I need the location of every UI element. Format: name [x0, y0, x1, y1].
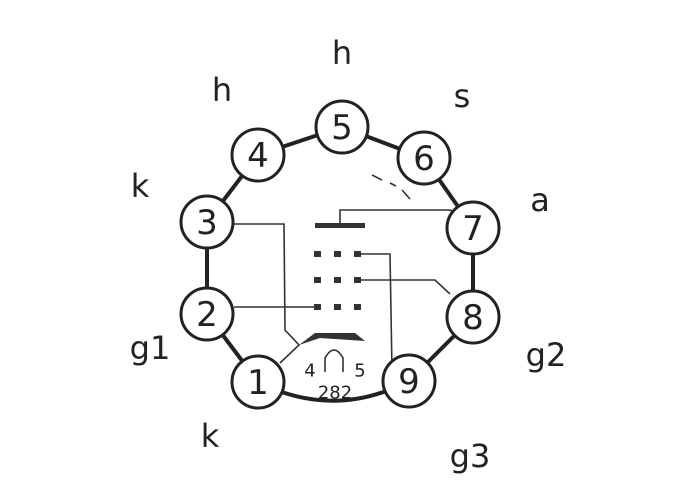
- svg-text:6: 6: [413, 139, 435, 179]
- pin-5: 5: [314, 99, 370, 155]
- pin-4-label: h: [212, 71, 232, 109]
- cathode: [299, 333, 365, 345]
- svg-text:1: 1: [247, 363, 269, 403]
- pin-6-label: s: [454, 77, 471, 115]
- heater-filament: [324, 349, 344, 372]
- heater-pin-left: 4: [304, 361, 315, 382]
- pin-1-label: k: [201, 417, 220, 455]
- pin-6: 6: [396, 130, 452, 186]
- tube-code: 282: [318, 383, 352, 404]
- pin-5-label: h: [332, 34, 352, 72]
- anode-plate: [315, 223, 365, 228]
- grid-dots: [314, 251, 361, 310]
- g3-lead: [361, 253, 393, 371]
- svg-text:2: 2: [196, 295, 218, 335]
- pin-1: 1: [230, 354, 286, 410]
- k-lead: [234, 223, 301, 364]
- pin-7: 7: [445, 200, 501, 256]
- svg-text:7: 7: [462, 209, 484, 249]
- heater-pin-right: 5: [354, 361, 365, 382]
- svg-text:9: 9: [398, 362, 420, 402]
- pin-2-label: g1: [130, 329, 171, 367]
- svg-text:5: 5: [331, 108, 353, 148]
- pin-3: 3: [179, 194, 235, 250]
- pin-8-label: g2: [526, 336, 567, 374]
- shield-dash: [371, 174, 383, 181]
- pin-4: 4: [230, 127, 286, 183]
- pin-2: 2: [179, 286, 235, 342]
- svg-text:8: 8: [462, 298, 484, 338]
- pin-9: 9: [381, 353, 437, 409]
- pin-3-label: k: [131, 167, 150, 205]
- pin-8: 8: [445, 289, 501, 345]
- anode-lead: [339, 209, 461, 223]
- g2-lead: [361, 279, 451, 295]
- svg-text:3: 3: [196, 203, 218, 243]
- pin-9-label: g3: [450, 437, 491, 475]
- pin-7-label: a: [530, 181, 550, 219]
- svg-text:4: 4: [247, 136, 269, 176]
